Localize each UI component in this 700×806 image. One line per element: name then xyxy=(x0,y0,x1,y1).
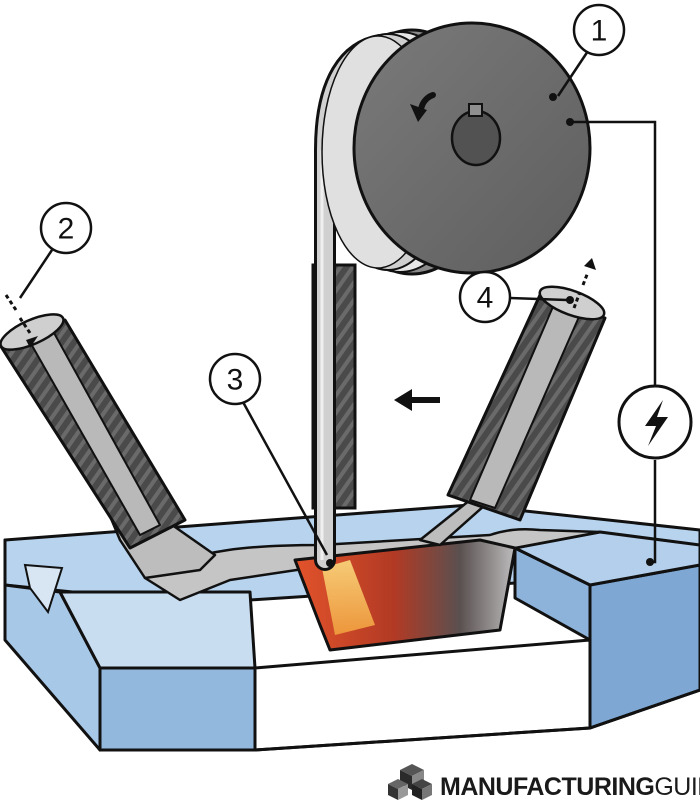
outlet-nozzle xyxy=(418,258,607,547)
lightning-bolt-icon xyxy=(645,400,668,446)
callout-3-number: 3 xyxy=(227,364,244,397)
brand-name-light: GUIDE xyxy=(654,773,700,801)
wire-reel xyxy=(321,21,592,276)
callout-4-number: 4 xyxy=(477,282,494,315)
callout-4: 4 xyxy=(458,270,574,324)
electric-circuit xyxy=(566,118,693,566)
svg-text:MANUFACTURINGGUIDE: MANUFACTURINGGUIDE xyxy=(440,773,700,801)
manufacturing-guide-logo: MANUFACTURINGGUIDE xyxy=(388,764,700,801)
callout-2: 2 xyxy=(18,201,93,299)
callout-3: 3 xyxy=(208,352,334,567)
gas-inlet-arrow xyxy=(4,294,38,348)
brand-name-bold: MANUFACTURING xyxy=(440,773,654,801)
callout-2-number: 2 xyxy=(58,213,75,246)
callout-1-number: 1 xyxy=(591,15,608,48)
cubes-logo-icon xyxy=(388,764,432,800)
rotation-arrow-icon xyxy=(410,92,436,122)
gas-outlet-arrow xyxy=(572,258,596,309)
callout-1: 1 xyxy=(549,3,626,101)
inlet-nozzle xyxy=(0,294,217,580)
travel-direction-arrow xyxy=(394,389,440,411)
weld-pool xyxy=(293,538,517,652)
